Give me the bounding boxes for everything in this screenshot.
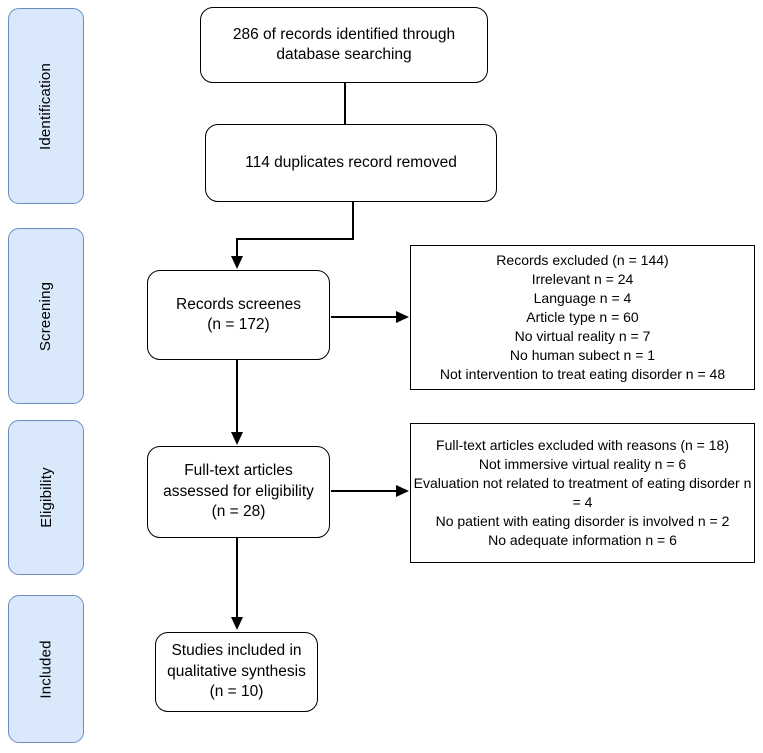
stage-label-included: Included	[37, 639, 55, 699]
stage-box-eligibility: Eligibility	[8, 420, 84, 575]
node-studies-included: Studies included in qualitative synthesi…	[155, 632, 318, 712]
node-duplicates-removed: 114 duplicates record removed	[205, 124, 497, 202]
connector-duplicates-elbow-down	[352, 202, 354, 239]
stage-box-screening: Screening	[8, 228, 84, 404]
node-records-screened: Records screenes (n = 172)	[147, 270, 330, 360]
connector-fulltext-to-included	[236, 537, 238, 619]
stage-box-included: Included	[8, 595, 84, 743]
connector-screened-to-fulltext	[236, 359, 238, 434]
stage-label-identification: Identification	[37, 62, 55, 150]
stage-box-identification: Identification	[8, 8, 84, 204]
connector-fulltext-to-excluded	[331, 490, 399, 492]
arrowhead-into-fulltext	[231, 432, 243, 445]
connector-duplicates-to-screened	[236, 238, 238, 259]
arrowhead-into-included	[231, 617, 243, 630]
stage-label-eligibility: Eligibility	[37, 467, 55, 528]
node-fulltext-assessed: Full-text articles assessed for eligibil…	[147, 446, 330, 538]
connector-screened-to-excluded	[331, 316, 399, 318]
arrowhead-into-fulltext-excluded	[396, 485, 409, 497]
node-fulltext-excluded: Full-text articles excluded with reasons…	[410, 423, 755, 563]
connector-identified-to-duplicates	[344, 83, 346, 124]
arrowhead-into-screened	[231, 256, 243, 269]
node-records-excluded: Records excluded (n = 144) Irrelevant n …	[410, 245, 755, 390]
connector-duplicates-elbow-across	[236, 238, 354, 240]
node-records-identified: 286 of records identified through databa…	[200, 7, 488, 83]
arrowhead-into-records-excluded	[396, 311, 409, 323]
stage-label-screening: Screening	[37, 281, 55, 351]
